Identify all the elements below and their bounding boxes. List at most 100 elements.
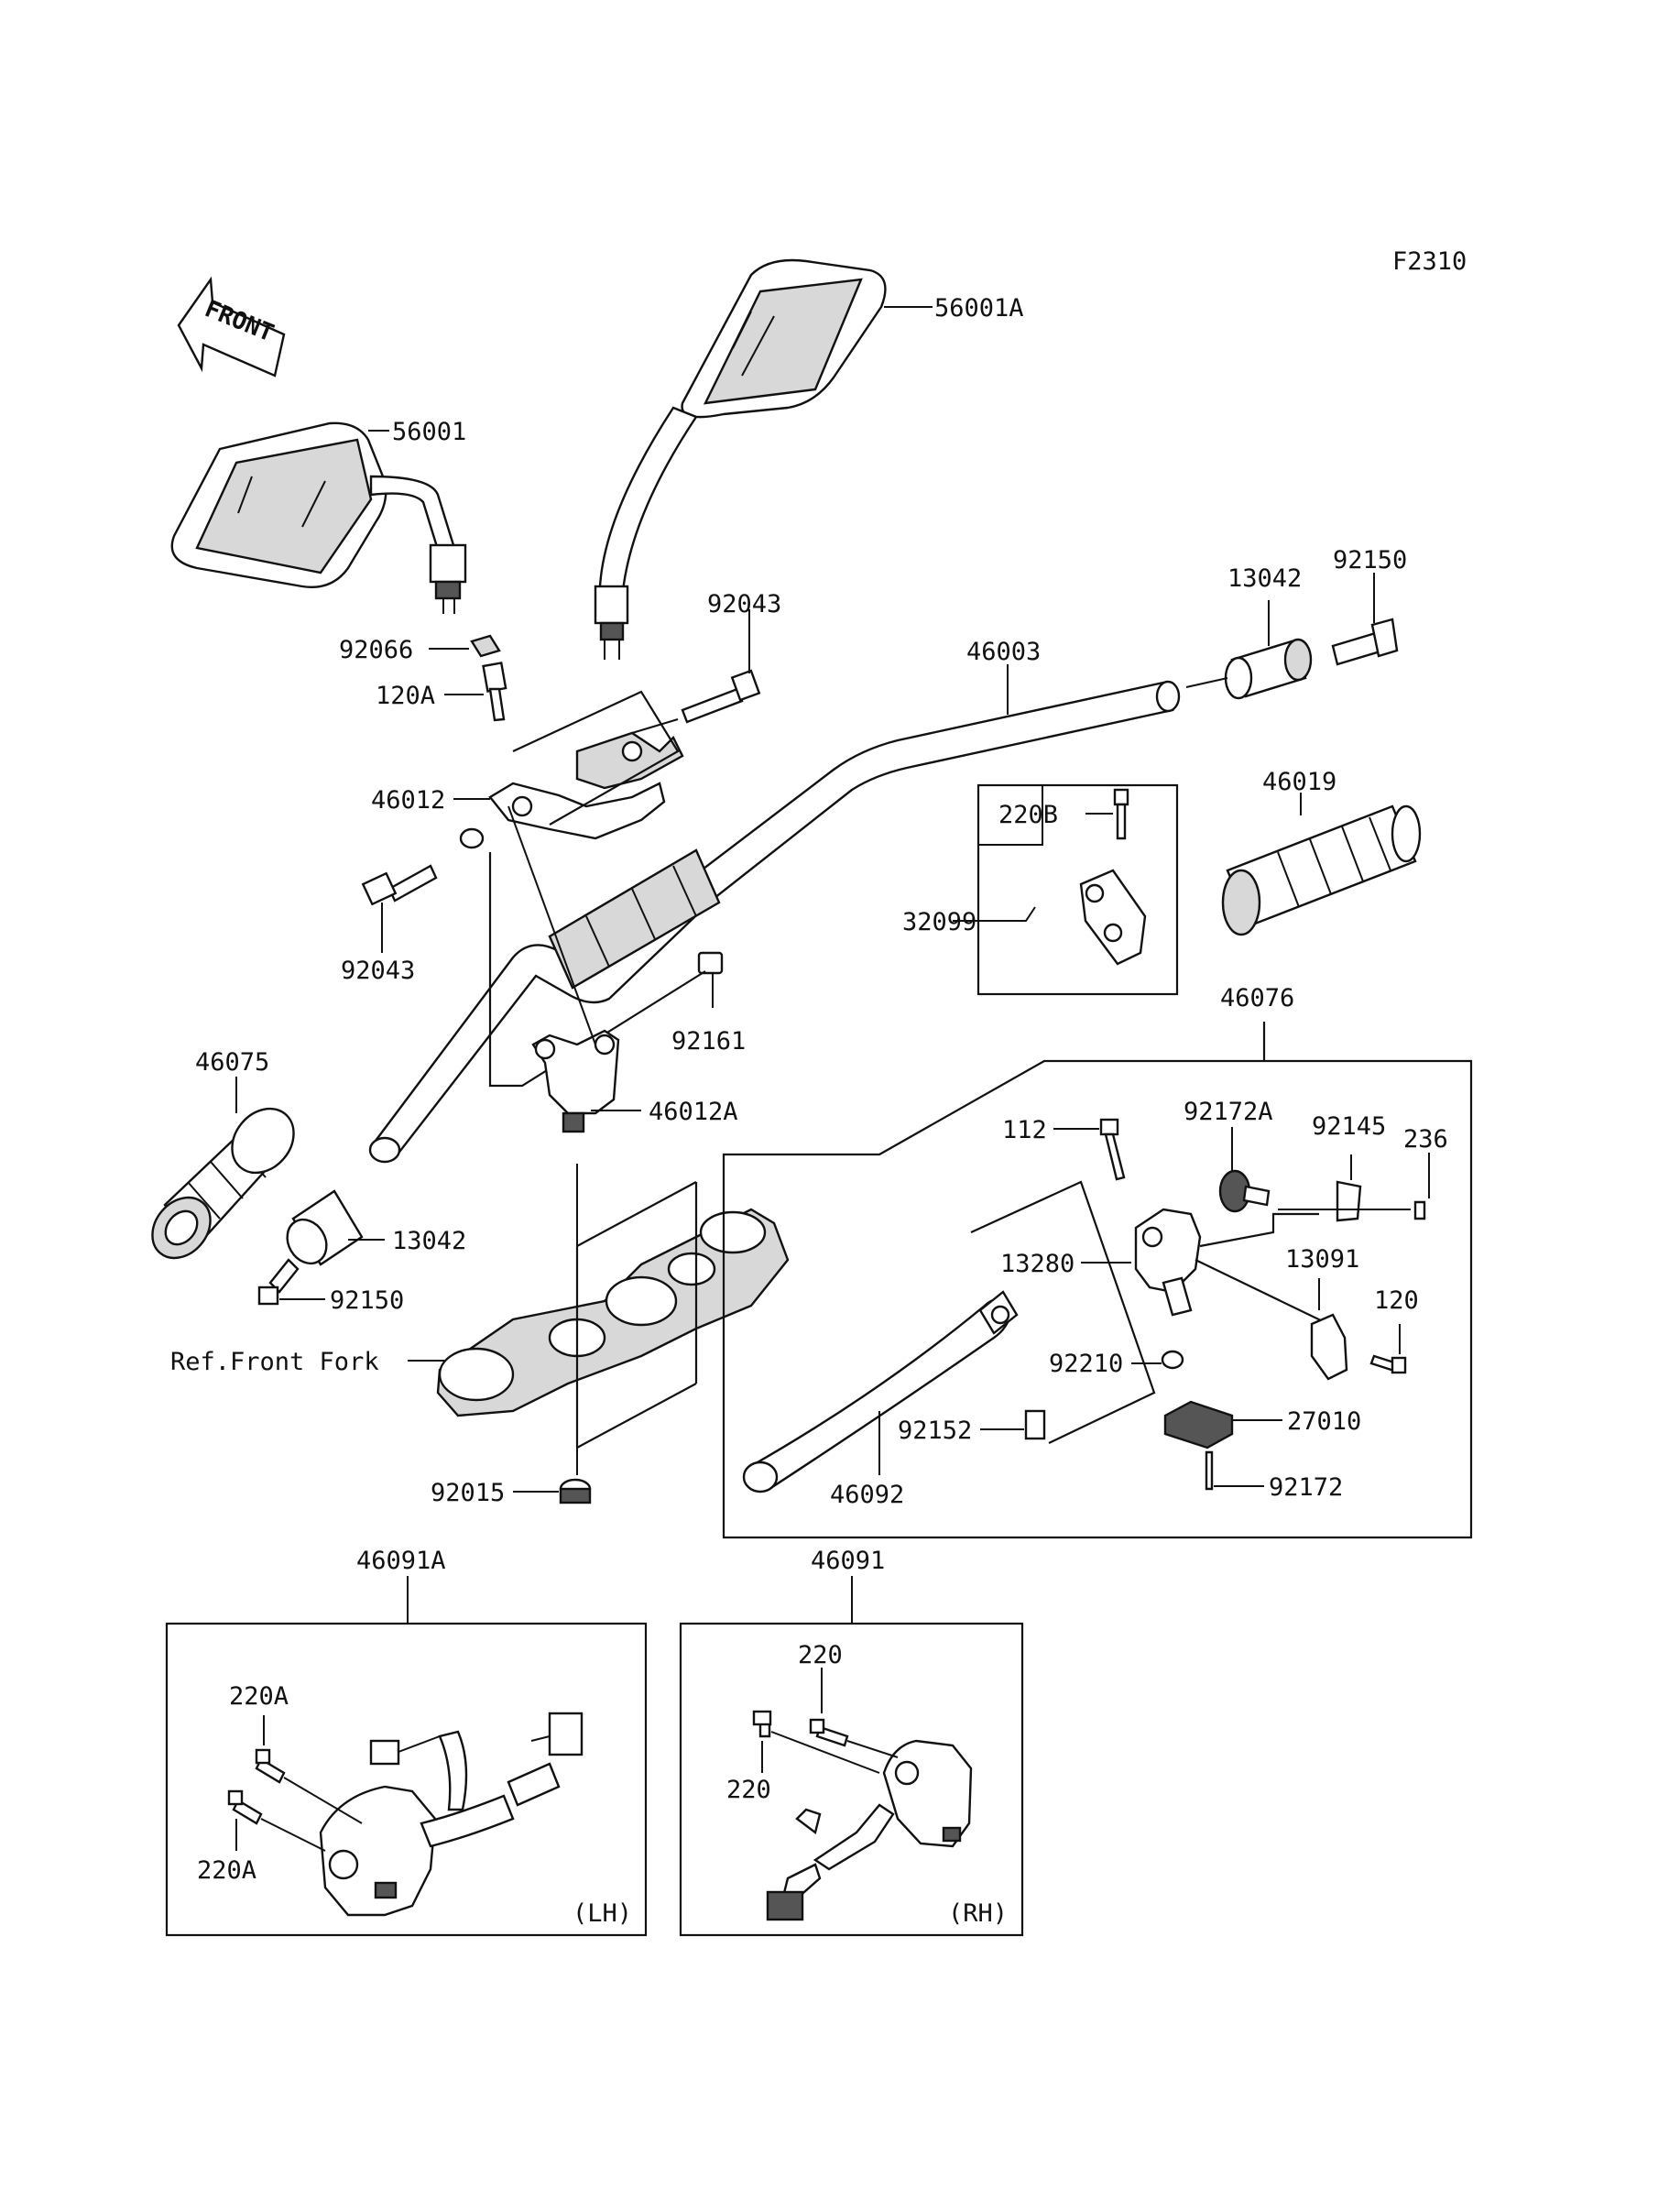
master-cylinder-body [1134, 1208, 1202, 1317]
screw-220-left [752, 1710, 772, 1738]
label-220a-bottom: 220A [197, 1856, 256, 1885]
grip-46075 [151, 1107, 295, 1260]
ref-front-fork-label: Ref.Front Fork [170, 1348, 379, 1376]
leader-32099 [953, 906, 1036, 922]
lever-frame [970, 1180, 1156, 1444]
holder-46012a [531, 1029, 620, 1133]
label-220a-top: 220A [229, 1682, 289, 1711]
axis-220-top [846, 1740, 899, 1758]
label-92150-right: 92150 [1333, 546, 1407, 574]
lever-46092 [742, 1290, 1019, 1493]
bolt-92043-top [681, 669, 761, 724]
axis-46012 [507, 805, 596, 1045]
label-46091a: 46091A [356, 1547, 446, 1575]
label-27010: 27010 [1287, 1407, 1361, 1436]
triple-clamp-frame [575, 1181, 698, 1449]
bolt-120 [1369, 1354, 1407, 1374]
adjuster-92172a [1218, 1169, 1271, 1213]
nut-92015 [559, 1478, 592, 1504]
leader-13042-right-axis [1185, 677, 1228, 688]
handlebar-46003 [368, 680, 1181, 1164]
bolt-120a [482, 662, 507, 722]
nut-92210 [1161, 1350, 1184, 1370]
label-120a: 120A [376, 682, 435, 710]
label-56001: 56001 [392, 418, 466, 446]
label-220-left: 220 [726, 1776, 771, 1804]
bolt-112 [1099, 1118, 1126, 1181]
label-32099: 32099 [902, 908, 976, 936]
holder-46012 [459, 731, 684, 849]
axis-220a-bottom [260, 1818, 326, 1852]
box-32099-inner [978, 785, 1043, 846]
label-92210: 92210 [1049, 1350, 1123, 1378]
left-switch-housing [319, 1712, 584, 1917]
box-46091a [165, 1622, 648, 1937]
axis-220-left [770, 1731, 880, 1774]
label-46092: 46092 [830, 1481, 904, 1509]
leader-92043-top-axis [631, 718, 679, 734]
bar-end-weight-13042-left [286, 1189, 364, 1266]
screw-92172 [1205, 1450, 1214, 1491]
assembly-line-left [488, 852, 706, 1088]
screw-220-top [809, 1718, 849, 1747]
switch-27010 [1163, 1400, 1234, 1450]
label-46019: 46019 [1262, 768, 1336, 796]
rh-label: (RH) [948, 1899, 1008, 1928]
mirror-56001a [594, 258, 887, 660]
label-46012a: 46012A [649, 1098, 738, 1126]
screw-236 [1413, 1200, 1426, 1220]
label-46076: 46076 [1220, 984, 1294, 1012]
right-switch-housing [766, 1739, 973, 1921]
mirror-56001 [170, 421, 467, 614]
clamp-13091 [1310, 1313, 1348, 1381]
label-46012: 46012 [371, 786, 445, 815]
clamp-32099 [1079, 869, 1147, 966]
label-92172: 92172 [1269, 1473, 1343, 1502]
label-13042-right: 13042 [1227, 564, 1302, 593]
label-13091: 13091 [1285, 1245, 1359, 1274]
label-13280: 13280 [1000, 1250, 1075, 1278]
label-236: 236 [1403, 1125, 1448, 1154]
box-46091 [679, 1622, 1024, 1937]
label-13042-left: 13042 [392, 1227, 466, 1255]
bolt-92150-right [1331, 618, 1399, 666]
label-220-top: 220 [798, 1641, 843, 1669]
label-46003: 46003 [966, 638, 1041, 666]
screw-220a-bottom [227, 1789, 263, 1825]
label-120: 120 [1374, 1286, 1419, 1315]
assembly-line-46012 [512, 690, 680, 826]
nut-92161 [697, 951, 724, 975]
label-56001a: 56001A [934, 294, 1024, 323]
lh-label: (LH) [573, 1899, 632, 1928]
bolt-220b [1113, 788, 1129, 840]
bolt-92150-left [257, 1258, 300, 1306]
label-92161: 92161 [671, 1027, 746, 1056]
label-112: 112 [1002, 1116, 1047, 1144]
label-92145: 92145 [1312, 1112, 1386, 1141]
grip-46019 [1221, 804, 1422, 936]
label-220b: 220B [998, 801, 1058, 829]
screw-220a-top [255, 1748, 286, 1784]
label-46075: 46075 [195, 1048, 269, 1077]
clip-92066 [470, 634, 501, 658]
label-92150-left: 92150 [330, 1286, 404, 1315]
master-cylinder-lines [1195, 1212, 1329, 1325]
pin-92152 [1024, 1409, 1046, 1440]
label-92172a: 92172A [1184, 1098, 1273, 1126]
bar-end-weight-13042-right [1224, 638, 1313, 700]
box-32099 [976, 783, 1179, 996]
label-92152: 92152 [898, 1417, 972, 1445]
triple-clamp [436, 1208, 790, 1417]
label-46091: 46091 [811, 1547, 885, 1575]
bolt-92043-left [361, 864, 438, 906]
label-92015: 92015 [431, 1479, 505, 1507]
figure-code: F2310 [1392, 247, 1467, 276]
axis-220a-top [283, 1777, 363, 1824]
label-92043-left: 92043 [341, 957, 415, 985]
box-46076 [722, 1022, 1473, 1539]
label-92066: 92066 [339, 636, 413, 664]
spring-92145 [1336, 1180, 1362, 1222]
label-92043-top: 92043 [707, 590, 781, 618]
front-arrow-icon: FRONT [177, 276, 286, 377]
